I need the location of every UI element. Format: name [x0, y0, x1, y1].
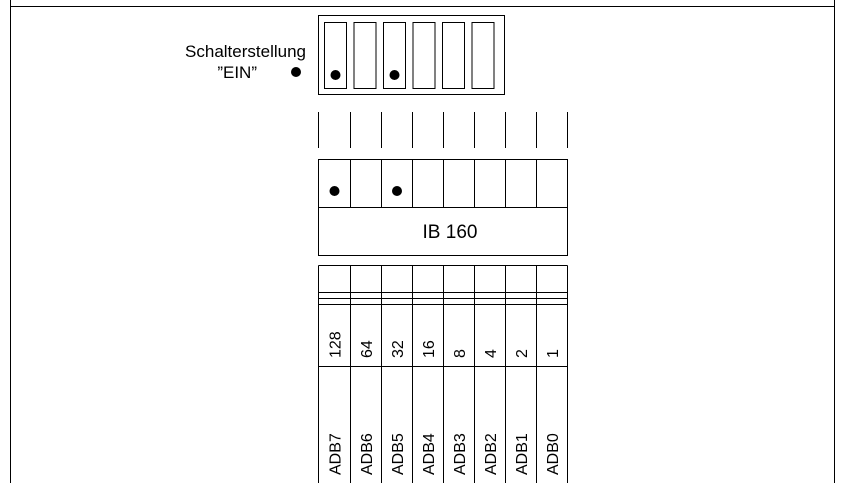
bit-weight-label: 1: [545, 349, 562, 358]
bit-name-label: ADB2: [483, 433, 500, 475]
dip-switch-slot: [412, 22, 436, 89]
bit-name-label: ADB6: [359, 433, 376, 475]
bit-cells: [329, 159, 537, 208]
bit-weight-label: 64: [359, 340, 376, 358]
dip-switch-slot: [324, 22, 347, 89]
legend-on-dot-icon: [291, 67, 301, 77]
bit-on-dot-icon: [329, 186, 340, 196]
bit-weight-label: 8: [452, 349, 469, 358]
bit-on-dot-icon: [392, 186, 402, 196]
dip-switch-slot: [353, 22, 377, 89]
bit-weight-label: 2: [514, 349, 531, 358]
bit-name-label: ADB0: [545, 433, 562, 475]
switch-state-label-line1: Schalterstellung: [185, 42, 306, 61]
bit-name-label: ADB7: [328, 433, 345, 475]
connector-lines: [318, 112, 568, 148]
bit-weight-label: 4: [483, 349, 500, 358]
dip-switches: [324, 22, 495, 89]
bit-name-label: ADB3: [452, 433, 469, 475]
switch-on-dot-icon: [389, 70, 400, 80]
switch-on-dot-icon: [330, 70, 341, 80]
dip-switch-slot: [471, 22, 495, 89]
byte-label: IB 160: [423, 222, 478, 243]
bit-name-label: ADB1: [514, 433, 531, 475]
switch-state-label-line2: ”EIN”: [217, 63, 257, 82]
bit-weight-label: 16: [421, 340, 438, 358]
bit-name-label: ADB4: [421, 433, 438, 475]
dip-switch-slot: [383, 22, 406, 89]
dip-switch-slot: [442, 22, 465, 89]
bit-weight-label: 32: [390, 340, 407, 358]
bit-weight-label: 128: [328, 331, 345, 358]
bit-name-label: ADB5: [390, 433, 407, 475]
dip-switch-housing: [318, 15, 505, 95]
